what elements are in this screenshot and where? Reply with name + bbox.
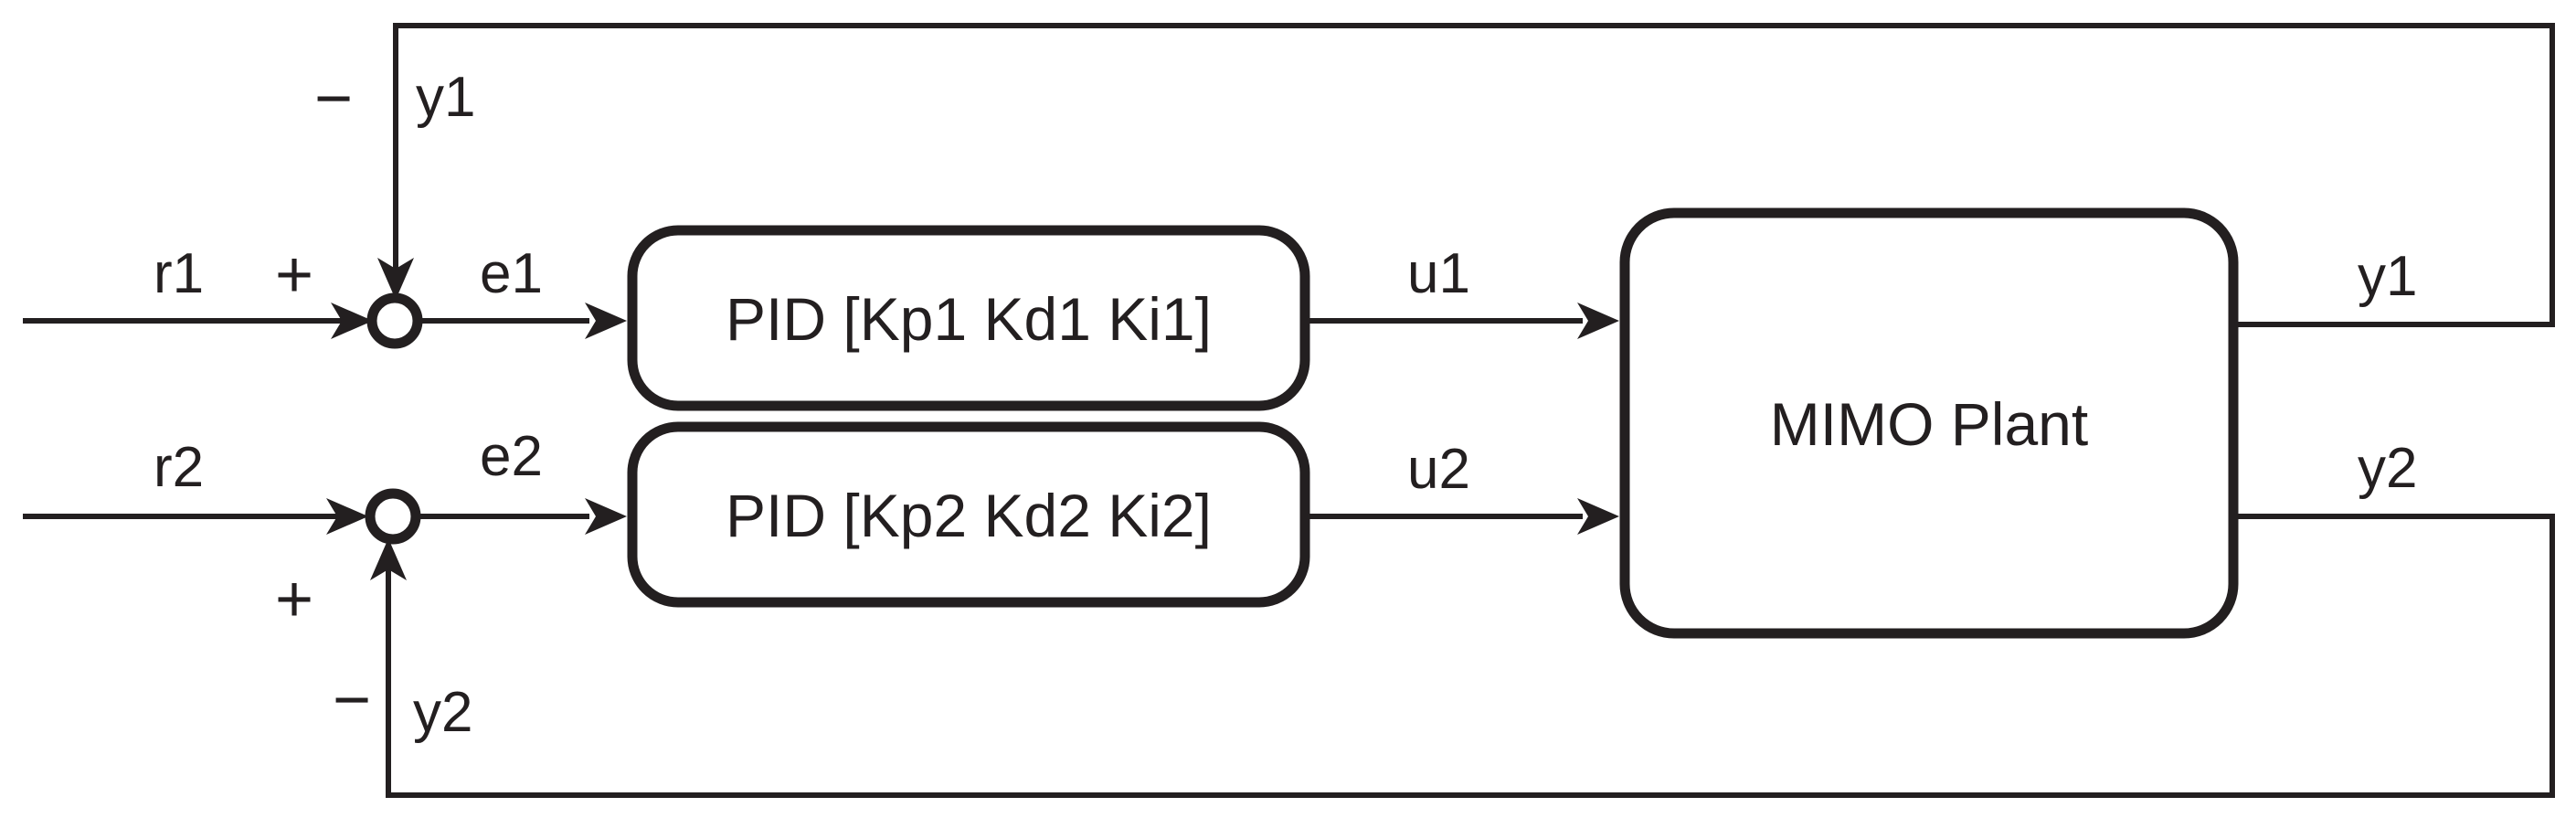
pid-block-2-label: PID [Kp2 Kd2 Ki2] <box>726 482 1212 549</box>
control-path-u1 <box>1305 303 1619 339</box>
label-output-y2: y2 <box>2358 437 2417 500</box>
label-e1: e1 <box>480 242 543 305</box>
reference-input-r1 <box>23 303 373 339</box>
error-path-e1 <box>419 303 627 339</box>
sign-minus-sum2: − <box>333 664 371 737</box>
label-feedback-y1: y1 <box>416 66 475 129</box>
sign-plus-sum2: + <box>275 563 313 636</box>
label-u1: u1 <box>1407 242 1470 305</box>
mimo-plant-block[interactable] <box>1619 207 2239 639</box>
label-r2: r2 <box>154 436 204 499</box>
u2-arrowhead <box>1577 498 1619 535</box>
label-output-y1: y1 <box>2358 245 2417 308</box>
label-e2: e2 <box>480 425 543 488</box>
reference-input-r2 <box>23 498 368 535</box>
e1-arrowhead <box>585 303 627 339</box>
label-u2: u2 <box>1407 438 1470 501</box>
feedback-path-y1 <box>377 23 2555 324</box>
sign-plus-sum1: + <box>275 239 313 312</box>
label-feedback-y2: y2 <box>413 681 472 744</box>
pid-block-1-label: PID [Kp1 Kd1 Ki1] <box>726 285 1212 353</box>
control-path-u2 <box>1305 498 1619 535</box>
label-r1: r1 <box>154 242 204 305</box>
sum-junction-2[interactable] <box>365 488 421 545</box>
e2-arrowhead <box>585 498 627 535</box>
mimo-plant-label: MIMO Plant <box>1770 390 2088 458</box>
sum-junction-1[interactable] <box>366 292 423 349</box>
sign-minus-sum1: − <box>314 62 353 135</box>
feedback-path-y2 <box>370 516 2555 798</box>
error-path-e2 <box>417 498 627 535</box>
u1-arrowhead <box>1577 303 1619 339</box>
